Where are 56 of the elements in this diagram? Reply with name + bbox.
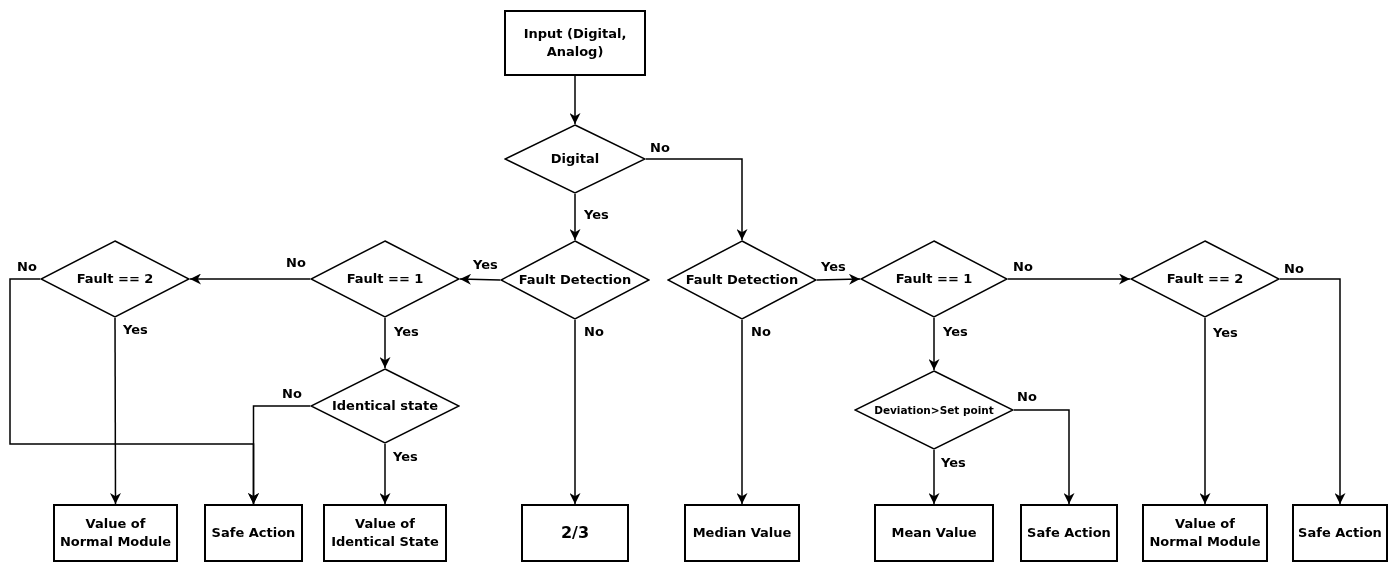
- arrow: [1199, 317, 1211, 505]
- node-label: Median Value: [692, 524, 792, 542]
- node-label: Value of Identical State: [330, 515, 440, 551]
- process-box: [874, 504, 994, 562]
- process-box: [1142, 504, 1268, 562]
- arrow: [189, 273, 311, 285]
- arrow: [379, 443, 391, 505]
- arrow: [1013, 409, 1075, 505]
- arrow: [1007, 273, 1131, 285]
- node-label: Safe Action: [1298, 524, 1382, 542]
- node-label: Input (Digital, Analog): [522, 25, 628, 61]
- arrow: [569, 319, 581, 505]
- process-box: [504, 10, 646, 76]
- node-label: Safe Action: [1027, 524, 1111, 542]
- node-label: Fault == 2: [1166, 270, 1244, 288]
- arrow: [645, 158, 748, 241]
- decision-diamond: [667, 240, 817, 320]
- arrow: [109, 317, 121, 505]
- node-label: Value of Normal Module: [1148, 515, 1262, 551]
- node-label: Fault == 2: [76, 270, 154, 288]
- arrow: [928, 317, 940, 371]
- process-box: [521, 504, 629, 562]
- decision-diamond: [860, 240, 1008, 318]
- process-box: [1292, 504, 1388, 562]
- process-box: [684, 504, 800, 562]
- node-label: Fault == 1: [895, 270, 973, 288]
- arrow: [459, 273, 501, 285]
- decision-diamond: [40, 240, 190, 318]
- arrow: [569, 75, 581, 125]
- node-label: Deviation>Set point: [874, 402, 994, 418]
- arrow: [816, 273, 861, 285]
- node-label: Fault Detection: [518, 271, 632, 289]
- decision-diamond: [504, 124, 646, 194]
- node-label: Value of Normal Module: [59, 515, 172, 551]
- arrow: [248, 405, 311, 505]
- arrow: [379, 317, 391, 369]
- process-box: [204, 504, 303, 562]
- arrow: [1279, 278, 1346, 505]
- decision-diamond: [310, 368, 460, 444]
- arrow: [569, 193, 581, 241]
- process-box: [53, 504, 178, 562]
- process-box: [1020, 504, 1118, 562]
- process-box: [323, 504, 447, 562]
- node-label: Digital: [550, 150, 600, 168]
- node-label: Fault == 1: [346, 270, 424, 288]
- node-label: Identical state: [331, 397, 439, 415]
- decision-diamond: [854, 370, 1014, 450]
- node-label: 2/3: [560, 522, 590, 544]
- decision-diamond: [500, 240, 650, 320]
- node-label: Fault Detection: [685, 271, 799, 289]
- node-label: Safe Action: [211, 524, 296, 542]
- decision-diamond: [1130, 240, 1280, 318]
- arrow: [736, 319, 748, 505]
- arrow: [928, 449, 940, 505]
- decision-diamond: [310, 240, 460, 318]
- node-label: Mean Value: [891, 524, 977, 542]
